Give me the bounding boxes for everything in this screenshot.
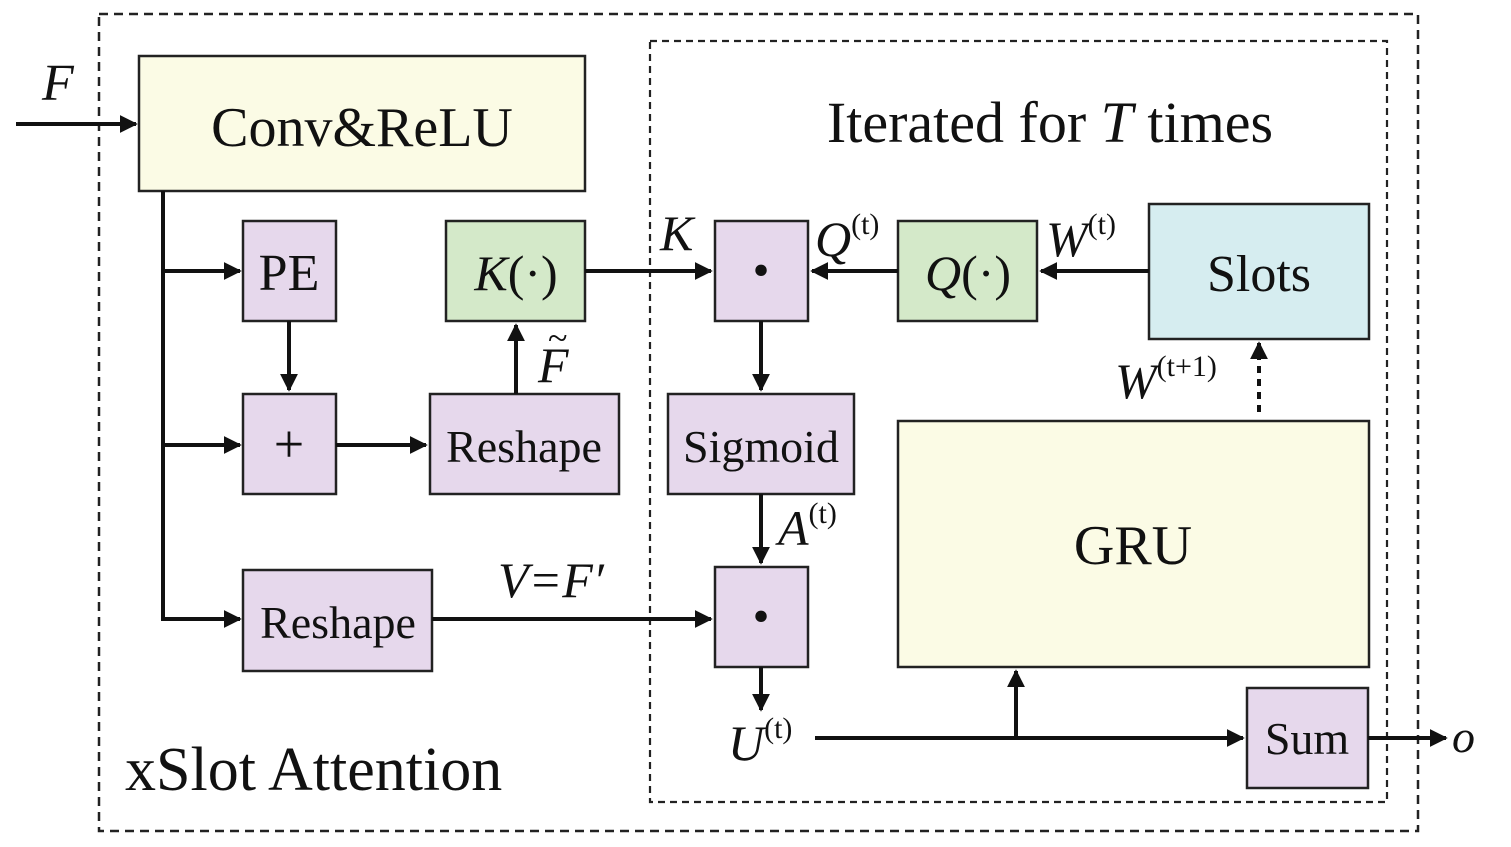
plus-label: + <box>274 414 304 474</box>
sigmoid-block <box>666 392 856 496</box>
reshape-bottom-label: Reshape <box>260 597 416 648</box>
f-tilde-label: F <box>537 337 569 393</box>
dot-product-bottom-block <box>713 565 810 669</box>
outer-container <box>97 12 1420 833</box>
sum-block <box>1245 686 1370 790</box>
gru-label: GRU <box>1074 515 1192 577</box>
iteration-container <box>648 39 1389 804</box>
pe-label: PE <box>259 245 320 302</box>
v-edge-label: V=F′ <box>498 552 605 608</box>
plus-block <box>241 392 338 496</box>
output-label: o <box>1452 711 1475 762</box>
dot-product-top-block <box>713 219 810 323</box>
input-label: F <box>41 55 75 112</box>
q-edge-label: Q(t) <box>815 208 879 267</box>
iteration-label: Iterated for T times <box>827 90 1273 155</box>
w-next-edge-label: W(t+1) <box>1115 350 1217 409</box>
reshape-top-label: Reshape <box>446 421 602 472</box>
sigmoid-label: Sigmoid <box>683 421 839 472</box>
k-function-label: K(·) <box>473 245 557 301</box>
k-edge-label: K <box>659 205 696 261</box>
w-edge-label: W(t) <box>1046 208 1116 267</box>
gru-block <box>896 419 1371 669</box>
dot-product-top-label: • <box>753 244 770 297</box>
slots-label: Slots <box>1207 246 1311 303</box>
slots-block <box>1147 202 1371 341</box>
tilde-mark: ~ <box>548 318 567 358</box>
sum-label: Sum <box>1265 713 1350 764</box>
pe-block <box>241 219 338 323</box>
dot-product-bottom-label: • <box>753 590 770 643</box>
q-function-label: Q(·) <box>925 245 1011 301</box>
u-edge-label: U(t) <box>728 712 792 771</box>
q-function-block <box>896 219 1039 323</box>
xslot-attention-label: xSlot Attention <box>125 736 502 804</box>
conv-relu-block <box>137 54 587 193</box>
conv-relu-label: Conv&ReLU <box>211 97 513 159</box>
reshape-top-block <box>428 392 621 496</box>
a-edge-label: A(t) <box>775 497 837 556</box>
